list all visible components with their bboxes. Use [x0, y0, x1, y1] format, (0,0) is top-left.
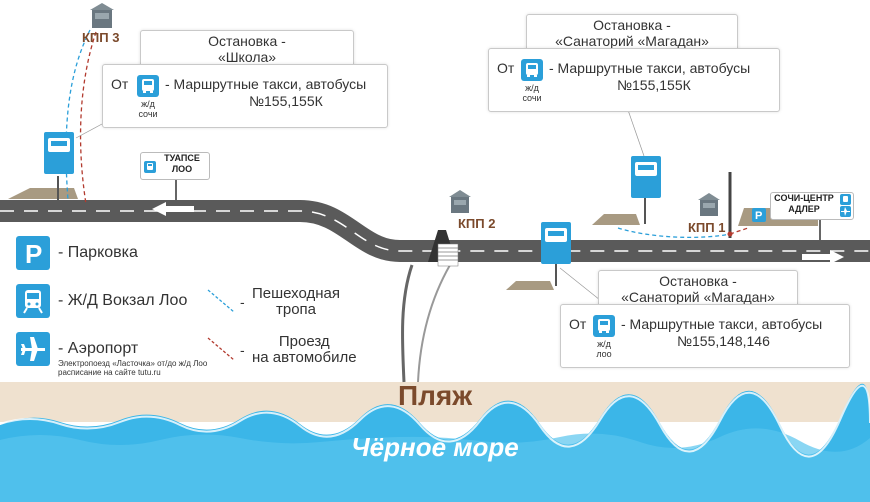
bus-icon [593, 315, 615, 337]
stop-title-line1: Остановка - [208, 33, 286, 49]
bus-stop-icon [541, 222, 571, 286]
airplane-icon [16, 332, 50, 366]
stop-title-school: Остановка - «Школа» [140, 30, 354, 68]
pavement-patch-south [506, 281, 554, 290]
legend-car-line1: Проезд [278, 333, 330, 350]
stop-routes-magadan-bottom: От ж/д лоо - Маршрутные такси, автобусы … [560, 304, 850, 368]
beach-label: Пляж [397, 380, 473, 411]
legend-footpath-line1: Пешеходная [252, 285, 341, 302]
glyph-label-line2: лоо [596, 349, 612, 359]
glyph-label: ж/д сочи [519, 83, 545, 103]
car-route-kpp3 [79, 31, 97, 205]
route-description: - Маршрутные такси, автобусы [621, 316, 823, 332]
road-sign-line2: АДЛЕР [788, 204, 820, 214]
glyph-label-line1: ж/д [525, 83, 539, 93]
checkpoint-tower-icon [698, 193, 720, 216]
glyph-label: ж/д лоо [591, 339, 617, 359]
car-route-legend-icon [207, 337, 235, 361]
route-from: От [569, 316, 587, 332]
legend-rail-label: - Ж/Д Вокзал Лоо [58, 292, 188, 309]
route-numbers: №155,155К [249, 93, 323, 109]
checkpoint-label-kpp1: КПП 1 [688, 220, 726, 235]
train-icon [16, 284, 50, 318]
road [0, 200, 870, 262]
legend-car-label: Проезд на автомобиле [252, 334, 357, 366]
stop-title-line2: «Санаторий «Магадан» [555, 33, 709, 49]
footpath-legend-icon [207, 289, 235, 313]
road-sign-line2: ЛОО [171, 164, 193, 174]
road-sign-line1: ТУАПСЕ [164, 153, 200, 163]
sea-wave [0, 428, 870, 502]
pavement-patch-west [8, 188, 78, 199]
pavement-patch-mid [592, 214, 640, 225]
stop-routes-magadan-top: От ж/д сочи - Маршрутные такси, автобусы… [488, 48, 780, 112]
checkpoint-tower-icon [449, 190, 471, 213]
glyph-label: ж/д сочи [135, 99, 161, 119]
airplane-icon [840, 206, 851, 217]
bus-stop-icon [631, 156, 661, 224]
route-numbers: №155,148,146 [677, 333, 770, 349]
glyph-label-line1: ж/д [597, 339, 611, 349]
parking-icon: P [752, 208, 766, 222]
callout-line-school [75, 123, 103, 139]
legend-note-line2: расписание на сайте tutu.ru [58, 368, 161, 377]
train-icon [144, 161, 156, 173]
legend-airport-label: - Аэропорт [58, 340, 139, 357]
route-description: - Маршрутные такси, автобусы [549, 60, 751, 76]
parking-icon: P [16, 236, 50, 270]
legend-note-line1: Электропоезд «Ласточка» от/до ж/д Лоо [58, 359, 208, 368]
svg-text:P: P [25, 239, 42, 269]
legend-train-note: Электропоезд «Ласточка» от/до ж/д Лоо ра… [58, 359, 207, 377]
route-from: От [111, 76, 129, 92]
sea-foam [0, 384, 870, 458]
glyph-label-line2: сочи [138, 109, 158, 119]
footpath-kpp1 [617, 227, 731, 239]
stairs-crossing [437, 243, 459, 267]
glyph-label-line2: сочи [522, 93, 542, 103]
footpath-kpp3 [65, 29, 91, 201]
legend-dash: - [240, 294, 245, 310]
svg-text:P: P [755, 210, 762, 222]
checkpoint-tower-icon [90, 3, 114, 28]
bus-icon [137, 75, 159, 97]
route-description: - Маршрутные такси, автобусы [165, 76, 367, 92]
stop-routes-school: От ж/д сочи - Маршрутные такси, автобусы… [102, 64, 388, 128]
checkpoint-label-kpp3: КПП 3 [82, 30, 120, 45]
arrow-left-icon [152, 202, 194, 216]
road-sign-east: СОЧИ-ЦЕНТР АДЛЕР [770, 192, 854, 220]
callout-line-magadan-bottom [559, 267, 601, 301]
callout-line-magadan-top [627, 109, 645, 157]
tunnel-path [400, 264, 414, 383]
road-sign-west: ТУАПСЕ ЛОО [140, 152, 210, 180]
route-numbers: №155,155К [617, 77, 691, 93]
glyph-label-line1: ж/д [141, 99, 155, 109]
stop-title-line2: «Санаторий «Магадан» [621, 289, 775, 305]
legend-dash: - [240, 342, 245, 358]
legend-car-line2: на автомобиле [252, 349, 357, 366]
barrier-point [727, 231, 733, 237]
car-route-kpp1 [729, 227, 749, 235]
route-from: От [497, 60, 515, 76]
bus-icon [521, 59, 543, 81]
tunnel-path-inner [417, 264, 451, 383]
legend-footpath-label: Пешеходная тропа [252, 286, 340, 318]
stop-title-line1: Остановка - [659, 273, 737, 289]
stop-title-line1: Остановка - [593, 17, 671, 33]
road-sign-line1: СОЧИ-ЦЕНТР [774, 193, 834, 203]
stop-title-magadan-top: Остановка - «Санаторий «Магадан» [526, 14, 738, 52]
train-icon [840, 194, 851, 205]
arrow-right-icon [802, 250, 844, 264]
legend-parking-label: - Парковка [58, 244, 138, 261]
bus-stop-icon [44, 132, 74, 200]
sea-label: Чёрное море [351, 432, 519, 462]
stop-title-line2: «Школа» [217, 49, 277, 65]
checkpoint-label-kpp2: КПП 2 [458, 216, 496, 231]
stop-title-magadan-bottom: Остановка - «Санаторий «Магадан» [598, 270, 798, 308]
legend-footpath-line2: тропа [275, 301, 317, 318]
